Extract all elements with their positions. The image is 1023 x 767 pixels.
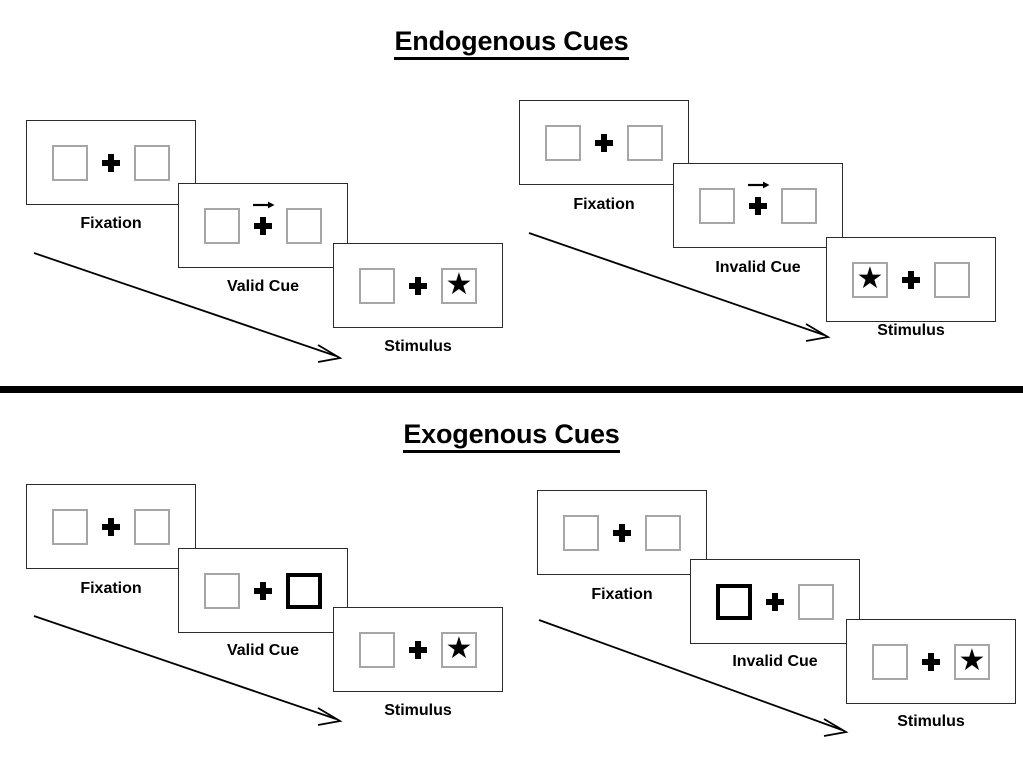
- frame-endogenous-invalid-cue: [673, 163, 843, 248]
- target-star-icon: ★: [445, 267, 473, 301]
- caption-endogenous-valid-fixation: Fixation: [80, 215, 142, 232]
- placeholder-box-left: ★: [852, 261, 888, 298]
- cue-stack: [254, 581, 272, 600]
- caption-exogenous-valid-fixation: Fixation: [80, 580, 142, 597]
- placeholder-box-right: ★: [441, 267, 477, 304]
- arrow-right-cue-icon: [748, 181, 770, 188]
- frame-content: [699, 181, 817, 224]
- caption-exogenous-invalid-cue: Invalid Cue: [732, 653, 818, 670]
- frame-exogenous-valid-stimulus: ★: [333, 607, 503, 692]
- fixation-cross-icon: [102, 153, 120, 172]
- cue-stack: [253, 201, 275, 235]
- placeholder-box-right: ★: [441, 631, 477, 668]
- placeholder-box-left: [52, 144, 88, 181]
- placeholder-box-right: [934, 261, 970, 298]
- caption-endogenous-invalid-stimulus: Stimulus: [877, 322, 945, 339]
- fixation-cross-icon: [409, 640, 427, 659]
- frame-endogenous-valid-fixation: [26, 120, 196, 205]
- caption-endogenous-valid-cue: Valid Cue: [226, 278, 300, 295]
- frame-endogenous-valid-cue: [178, 183, 348, 268]
- frame-content: [716, 583, 834, 620]
- placeholder-box-left: [204, 572, 240, 609]
- cue-stack: [613, 523, 631, 542]
- caption-exogenous-valid-stimulus: Stimulus: [384, 702, 452, 719]
- frame-endogenous-valid-stimulus: ★: [333, 243, 503, 328]
- fixation-cross-icon: [766, 592, 784, 611]
- frame-content: ★: [359, 631, 477, 668]
- section-title-endogenous-text: Endogenous Cues: [394, 26, 629, 60]
- frame-exogenous-invalid-stimulus: ★: [846, 619, 1016, 704]
- fixation-cross-icon: [409, 276, 427, 295]
- time-arrow-exogenous-invalid: [538, 619, 849, 737]
- placeholder-box-right: [645, 514, 681, 551]
- cue-stack: [595, 133, 613, 152]
- cue-stack: [102, 517, 120, 536]
- time-arrow-endogenous-valid: [33, 252, 343, 363]
- caption-exogenous-invalid-fixation: Fixation: [591, 586, 653, 603]
- frame-content: [204, 201, 322, 244]
- placeholder-box-right: [627, 124, 663, 161]
- frame-content: [204, 572, 322, 609]
- frame-exogenous-valid-fixation: [26, 484, 196, 569]
- placeholder-box-left: [204, 207, 240, 244]
- fixation-cross-icon: [595, 133, 613, 152]
- caption-endogenous-invalid-fixation: Fixation: [573, 196, 635, 213]
- placeholder-box-right: ★: [954, 643, 990, 680]
- placeholder-box-right-cued: [286, 572, 322, 609]
- cue-stack: [902, 270, 920, 289]
- section-title-exogenous: Exogenous Cues: [0, 419, 1023, 453]
- frame-exogenous-invalid-cue: [690, 559, 860, 644]
- frame-content: [545, 124, 663, 161]
- time-arrow-endogenous-invalid: [528, 232, 831, 342]
- caption-endogenous-invalid-cue: Invalid Cue: [715, 259, 801, 276]
- placeholder-box-left: [359, 267, 395, 304]
- frame-exogenous-invalid-fixation: [537, 490, 707, 575]
- placeholder-box-right: [781, 187, 817, 224]
- cue-stack: [409, 276, 427, 295]
- frame-content: ★: [852, 261, 970, 298]
- fixation-cross-icon: [254, 216, 272, 235]
- frame-content: ★: [872, 643, 990, 680]
- frame-endogenous-invalid-fixation: [519, 100, 689, 185]
- section-title-exogenous-text: Exogenous Cues: [403, 419, 620, 453]
- fixation-cross-icon: [102, 517, 120, 536]
- fixation-cross-icon: [613, 523, 631, 542]
- caption-endogenous-valid-stimulus: Stimulus: [384, 338, 452, 355]
- frame-content: [563, 514, 681, 551]
- placeholder-box-left: [545, 124, 581, 161]
- cue-stack: [409, 640, 427, 659]
- time-arrow-exogenous-valid: [33, 615, 343, 726]
- target-star-icon: ★: [856, 261, 884, 295]
- frame-content: [52, 144, 170, 181]
- caption-exogenous-invalid-stimulus: Stimulus: [897, 713, 965, 730]
- caption-exogenous-valid-cue: Valid Cue: [226, 642, 300, 659]
- cue-stack: [766, 592, 784, 611]
- fixation-cross-icon: [922, 652, 940, 671]
- frame-exogenous-valid-cue: [178, 548, 348, 633]
- placeholder-box-left: [359, 631, 395, 668]
- placeholder-box-right: [134, 508, 170, 545]
- target-star-icon: ★: [958, 643, 986, 677]
- placeholder-box-right: [286, 207, 322, 244]
- placeholder-box-right: [134, 144, 170, 181]
- cue-stack: [102, 153, 120, 172]
- cue-stack: [748, 181, 770, 215]
- frame-content: [52, 508, 170, 545]
- section-title-endogenous: Endogenous Cues: [0, 26, 1023, 60]
- placeholder-box-left: [52, 508, 88, 545]
- target-star-icon: ★: [445, 631, 473, 665]
- placeholder-box-left: [872, 643, 908, 680]
- arrow-right-cue-icon: [253, 201, 275, 208]
- fixation-cross-icon: [902, 270, 920, 289]
- cue-stack: [922, 652, 940, 671]
- placeholder-box-right: [798, 583, 834, 620]
- placeholder-box-left: [699, 187, 735, 224]
- section-divider: [0, 386, 1023, 393]
- placeholder-box-left-cued: [716, 583, 752, 620]
- fixation-cross-icon: [254, 581, 272, 600]
- frame-endogenous-invalid-stimulus: ★: [826, 237, 996, 322]
- frame-content: ★: [359, 267, 477, 304]
- fixation-cross-icon: [749, 196, 767, 215]
- placeholder-box-left: [563, 514, 599, 551]
